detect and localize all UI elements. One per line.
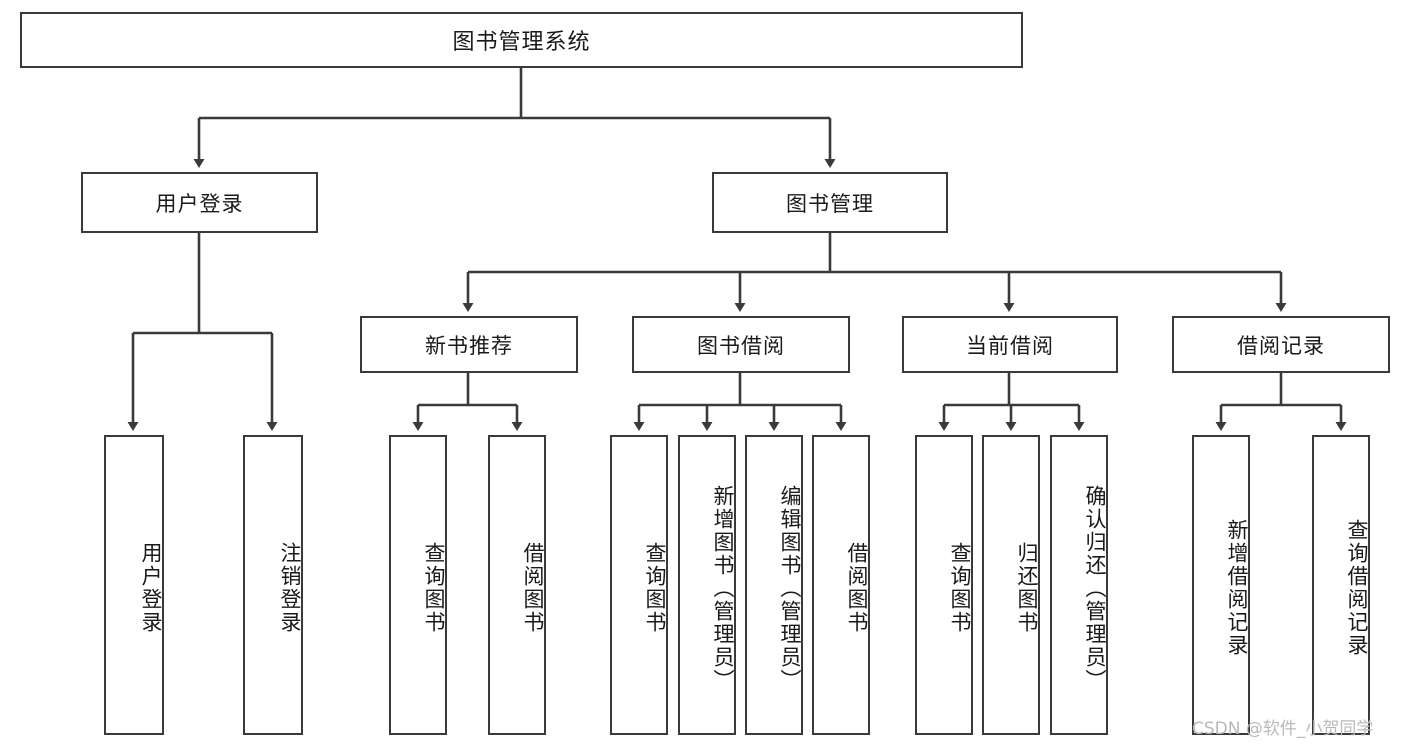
node-leaf-query-record[interactable]: 查询借阅记录 — [1312, 435, 1370, 735]
node-root-label: 图书管理系统 — [452, 30, 591, 55]
node-leaf-logout-label: 注销登录 — [278, 542, 302, 634]
node-leaf-edit-book-label: 编辑图书（管理员） — [778, 484, 802, 692]
node-leaf-query-book-1[interactable]: 查询图书 — [389, 435, 447, 735]
node-leaf-return-book[interactable]: 归还图书 — [982, 435, 1040, 735]
node-leaf-user-login[interactable]: 用户登录 — [104, 435, 164, 735]
node-user-login-label: 用户登录 — [155, 191, 244, 216]
node-leaf-edit-book[interactable]: 编辑图书（管理员） — [745, 435, 803, 735]
node-leaf-confirm-return[interactable]: 确认归还（管理员） — [1050, 435, 1108, 735]
node-current-borrow-label: 当前借阅 — [966, 333, 1054, 358]
node-leaf-add-record[interactable]: 新增借阅记录 — [1192, 435, 1250, 735]
node-new-book-recommend-label: 新书推荐 — [425, 333, 513, 358]
node-leaf-borrow-book-2[interactable]: 借阅图书 — [812, 435, 870, 735]
node-borrow-record-label: 借阅记录 — [1237, 333, 1325, 358]
node-book-manage-label: 图书管理 — [786, 191, 874, 216]
node-leaf-add-record-label: 新增借阅记录 — [1225, 519, 1249, 657]
node-user-login[interactable]: 用户登录 — [81, 172, 318, 233]
node-leaf-query-book-3[interactable]: 查询图书 — [915, 435, 973, 735]
node-new-book-recommend[interactable]: 新书推荐 — [360, 316, 578, 373]
node-leaf-query-book-2[interactable]: 查询图书 — [610, 435, 668, 735]
node-book-borrow-label: 图书借阅 — [697, 333, 785, 358]
node-current-borrow[interactable]: 当前借阅 — [902, 316, 1118, 373]
csdn-watermark: CSDN @软件_小贺同学 — [1192, 719, 1374, 739]
node-leaf-add-book-label: 新增图书（管理员） — [711, 484, 735, 692]
node-leaf-query-book-1-label: 查询图书 — [422, 542, 446, 634]
node-leaf-logout[interactable]: 注销登录 — [243, 435, 303, 735]
node-leaf-query-book-3-label: 查询图书 — [948, 542, 972, 634]
node-leaf-confirm-return-label: 确认归还（管理员） — [1083, 484, 1107, 692]
node-borrow-record[interactable]: 借阅记录 — [1172, 316, 1390, 373]
node-leaf-borrow-book-2-label: 借阅图书 — [845, 542, 869, 634]
node-leaf-return-book-label: 归还图书 — [1015, 542, 1039, 634]
node-leaf-query-book-2-label: 查询图书 — [643, 542, 667, 634]
node-leaf-add-book[interactable]: 新增图书（管理员） — [678, 435, 736, 735]
node-book-manage[interactable]: 图书管理 — [712, 172, 948, 233]
node-book-borrow[interactable]: 图书借阅 — [632, 316, 850, 373]
node-leaf-borrow-book-1-label: 借阅图书 — [521, 542, 545, 634]
node-leaf-borrow-book-1[interactable]: 借阅图书 — [488, 435, 546, 735]
node-leaf-user-login-label: 用户登录 — [139, 542, 163, 634]
node-leaf-query-record-label: 查询借阅记录 — [1345, 519, 1369, 657]
node-root[interactable]: 图书管理系统 — [20, 12, 1023, 68]
